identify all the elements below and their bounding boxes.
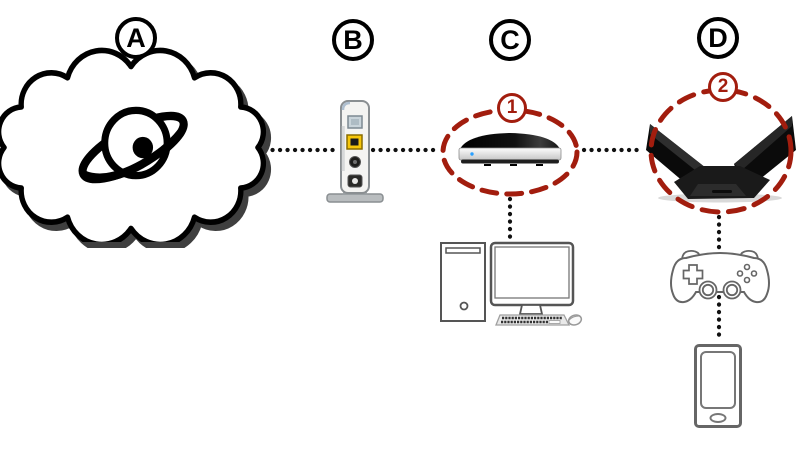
modem-ports: [346, 115, 363, 188]
desktop-computer-icon: [440, 241, 583, 326]
modem-icon: [326, 100, 384, 203]
orbit-globe-icon: [78, 106, 188, 184]
smartphone-home-button: [709, 413, 727, 423]
internet-cloud-icon: [0, 47, 267, 242]
highlight-ellipse-2: [648, 87, 794, 215]
label-d: D: [697, 17, 739, 59]
smartphone-icon: [694, 344, 742, 428]
smartphone-screen: [700, 351, 736, 409]
gaming-router-icon: [646, 116, 796, 203]
label-b: B: [332, 19, 374, 61]
gamepad-icon: [670, 250, 770, 304]
gamepad-dpad: [682, 264, 704, 285]
pc-mouse: [567, 314, 583, 326]
label-a: A: [115, 17, 157, 59]
callout-2-badge: 2: [708, 72, 738, 102]
pc-tower: [440, 242, 486, 322]
router-led: [470, 152, 474, 156]
gamepad-buttons: [736, 263, 758, 284]
pc-keyboard: [495, 314, 571, 326]
router-icon: [458, 133, 562, 166]
callout-1-badge: 1: [497, 93, 527, 123]
gamepad-analog-sticks: [698, 280, 742, 300]
label-c: C: [489, 19, 531, 61]
